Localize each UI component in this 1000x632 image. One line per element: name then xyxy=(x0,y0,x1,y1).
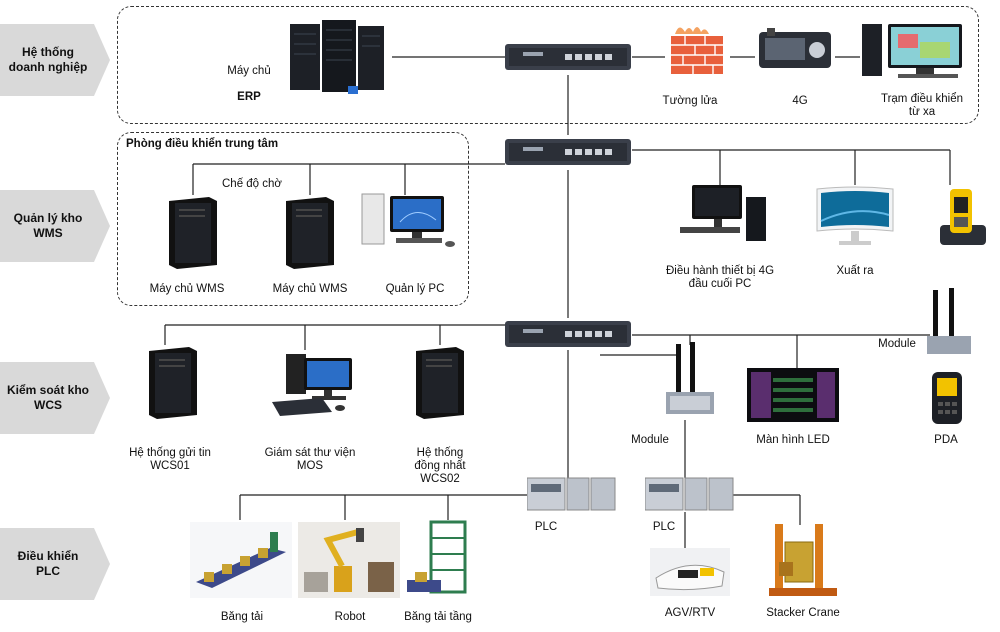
conveyor-image xyxy=(190,522,292,598)
lane-enterprise: Hệ thống doanh nghiệp xyxy=(0,24,110,96)
wms-server-1-icon xyxy=(165,195,221,270)
wcs01-server-icon xyxy=(145,345,201,420)
plc-1-icon xyxy=(526,476,617,512)
module-mid-label: Module xyxy=(631,434,669,446)
remote-station-image xyxy=(858,22,968,80)
enterprise-zone xyxy=(117,6,979,124)
firewall-label: Tường lửa xyxy=(662,95,718,107)
cellular-4g-device-image xyxy=(755,26,835,76)
manager-pc-label: Quản lý PC xyxy=(385,283,445,295)
robot-label: Robot xyxy=(334,611,366,623)
cellular-label: 4G xyxy=(792,95,808,107)
lane-plc: Điều khiển PLC xyxy=(0,528,110,600)
pda-icon xyxy=(930,370,964,426)
agv-image xyxy=(650,548,730,596)
standby-label: Chế độ chờ xyxy=(222,178,282,190)
lane-enterprise-label: Hệ thống doanh nghiệp xyxy=(8,45,88,74)
switch-wcs-icon xyxy=(505,317,633,351)
control-room-title: Phòng điều khiển trung tâm xyxy=(126,138,279,150)
lift-conveyor-label: Băng tải tầng xyxy=(404,611,472,623)
erp-server-label-line2: ERP xyxy=(237,91,261,103)
terminal-4g-pc-icon xyxy=(672,183,772,245)
mos-label: Giám sát thư viện MOS xyxy=(264,447,356,472)
plc-1-label: PLC xyxy=(534,521,558,533)
erp-server-label: Máy chủ ERP xyxy=(214,52,284,117)
wcs02-server-icon xyxy=(412,345,468,420)
lane-plc-label: Điều khiển PLC xyxy=(17,549,79,578)
module-right-label: Module xyxy=(878,338,916,350)
wms-server-2-icon xyxy=(282,195,338,270)
lane-wcs: Kiểm soát kho WCS xyxy=(0,362,110,434)
scanner-cradle-icon xyxy=(932,185,992,251)
switch-enterprise-icon xyxy=(505,40,633,74)
led-screen-icon xyxy=(747,368,839,422)
wcs02-label: Hệ thống đồng nhất WCS02 xyxy=(414,447,466,485)
pda-label: PDA xyxy=(934,434,958,446)
lane-wms-label: Quản lý kho WMS xyxy=(13,211,83,240)
lane-wms: Quản lý kho WMS xyxy=(0,190,110,262)
lane-wcs-label: Kiểm soát kho WCS xyxy=(6,383,90,412)
output-monitor-icon xyxy=(815,185,895,251)
plc-2-icon xyxy=(644,476,735,512)
control-room-zone xyxy=(117,132,469,306)
plc-2-label: PLC xyxy=(652,521,676,533)
erp-server-rack-image xyxy=(288,20,388,95)
conveyor-label: Băng tải xyxy=(220,611,264,623)
module-mid-icon xyxy=(660,342,720,420)
agv-label: AGV/RTV xyxy=(664,607,716,619)
module-right-icon xyxy=(925,288,975,358)
mos-pc-icon xyxy=(268,350,358,420)
robot-image xyxy=(298,522,400,598)
wms-server-1-label: Máy chủ WMS xyxy=(149,283,225,295)
wms-server-2-label: Máy chủ WMS xyxy=(272,283,348,295)
led-label: Màn hình LED xyxy=(756,434,830,446)
erp-server-label-line1: Máy chủ xyxy=(227,65,271,77)
terminal-4g-pc-label: Điều hành thiết bị 4G đầu cuối PC xyxy=(665,265,775,290)
lift-conveyor-image xyxy=(405,520,485,600)
switch-wms-icon xyxy=(505,135,633,169)
firewall-icon xyxy=(665,22,729,76)
wcs01-label: Hệ thống gửi tin WCS01 xyxy=(129,447,211,472)
remote-station-label: Trạm điều khiển từ xa xyxy=(880,93,964,118)
manager-pc-icon xyxy=(360,192,460,252)
output-label: Xuất ra xyxy=(836,265,874,277)
stacker-crane-image xyxy=(765,522,841,598)
stacker-crane-label: Stacker Crane xyxy=(766,607,840,619)
